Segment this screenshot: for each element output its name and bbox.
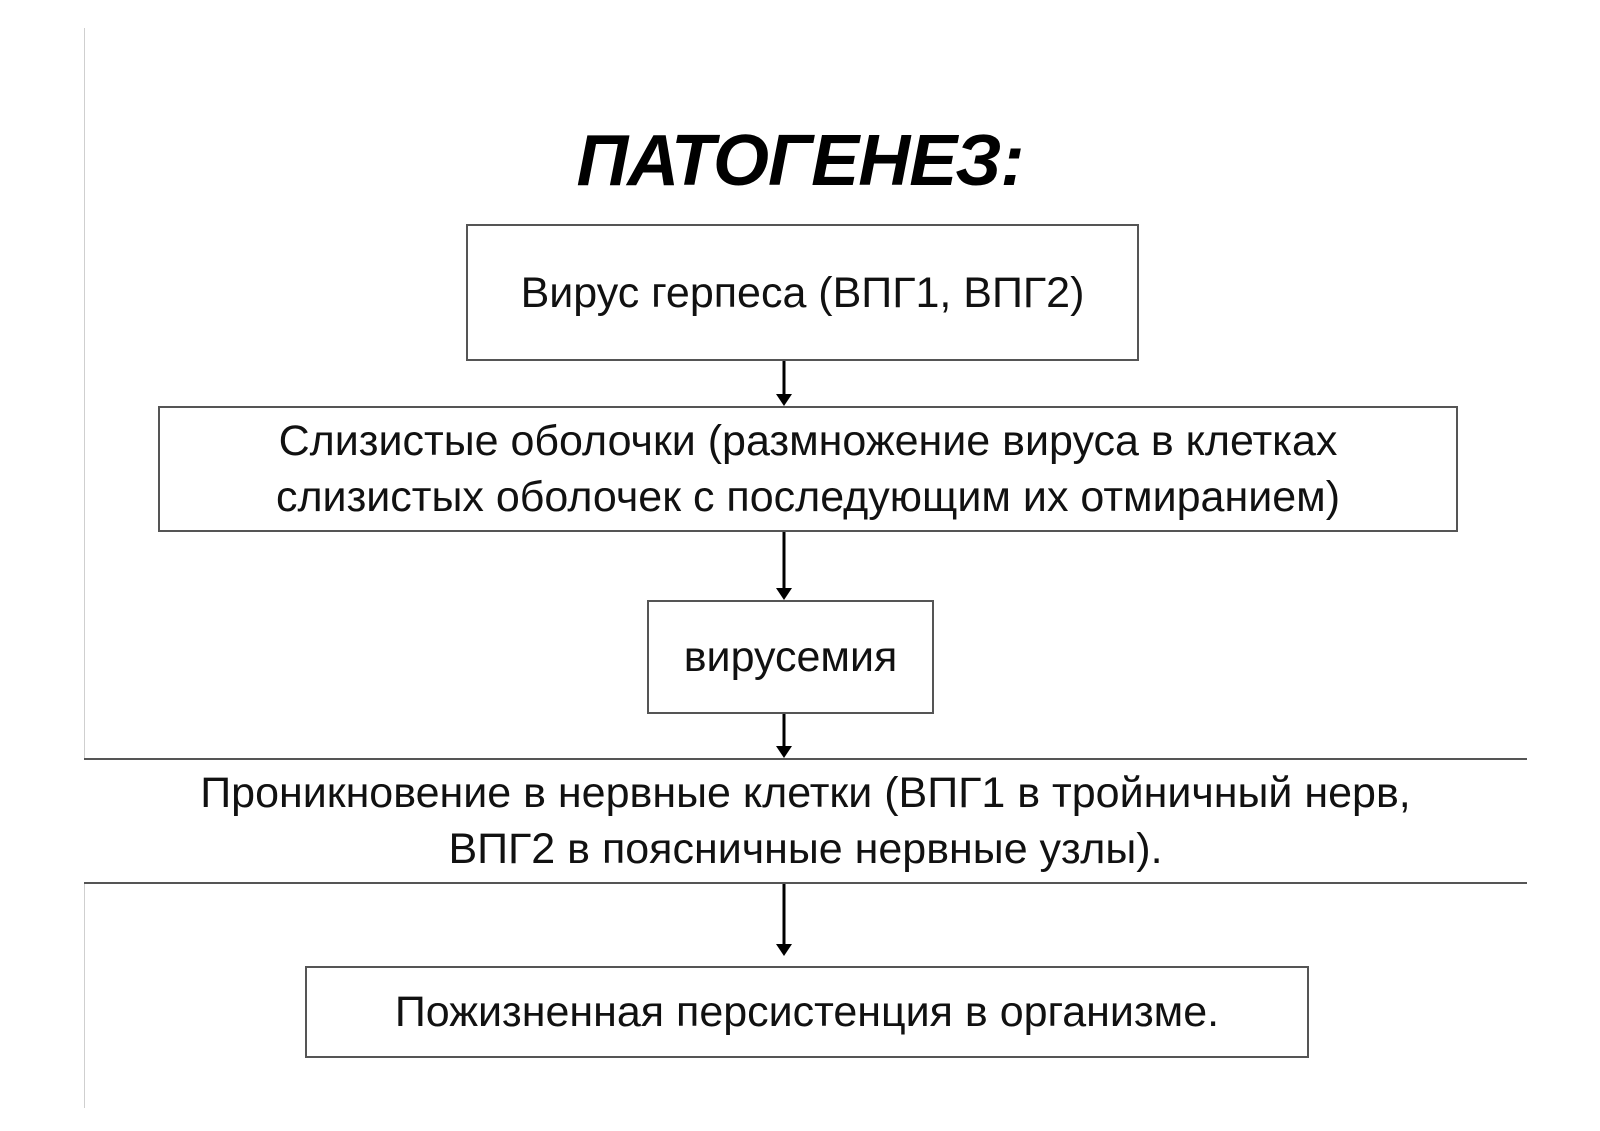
step-herpes-virus: Вирус герпеса (ВПГ1, ВПГ2) (466, 224, 1139, 361)
left-margin-rule (84, 28, 85, 1108)
diagram-title: ПАТОГЕНЕЗ: (576, 121, 1024, 201)
step-viremia: вирусемия (647, 600, 934, 714)
step-mucous-membranes: Слизистые оболочки (размножение вируса в… (158, 406, 1458, 532)
step-lifelong-persistence: Пожизненная персистенция в организме. (305, 966, 1309, 1058)
step-nerve-cell-penetration: Проникновение в нервные клетки (ВПГ1 в т… (84, 758, 1527, 884)
arrow-1 (776, 361, 792, 406)
arrow-2 (776, 532, 792, 600)
arrow-3 (776, 714, 792, 758)
arrow-4 (776, 884, 792, 956)
